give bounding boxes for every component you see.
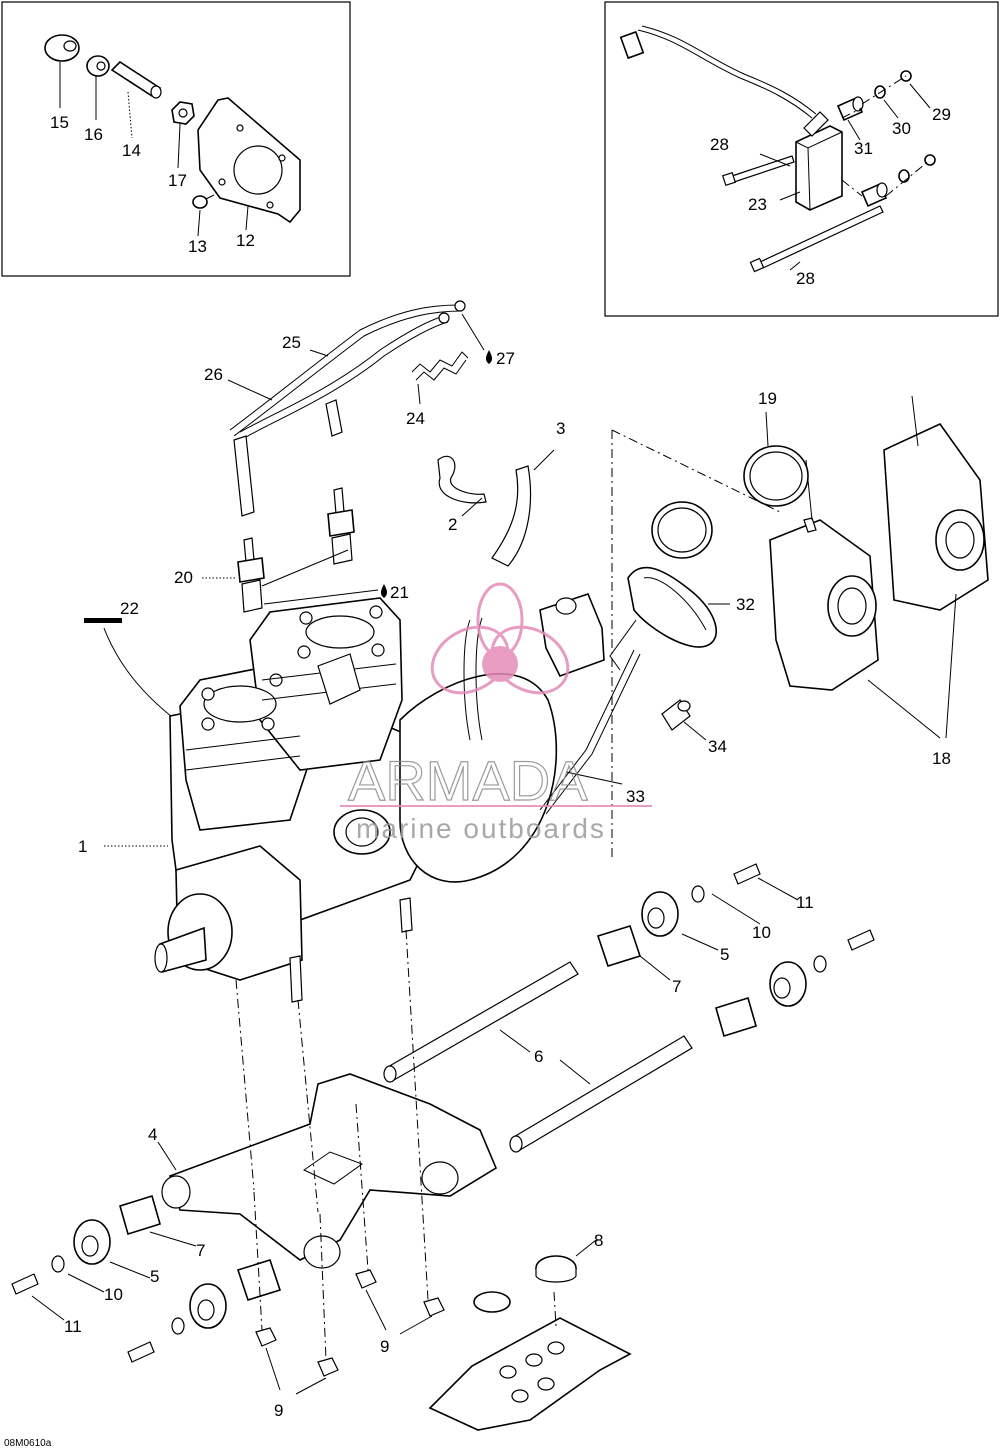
part-34-fitting [661, 699, 691, 731]
callout-20: 20 [174, 568, 193, 587]
watermark-brand: ARMADA [348, 749, 588, 812]
inset-ignition-coil: 29 30 31 28 23 28 [604, 1, 999, 317]
callout-34: 34 [708, 737, 727, 756]
callout-16: 16 [84, 125, 103, 144]
part-11-bolt-left [11, 1273, 155, 1363]
engine-electric-module [539, 593, 605, 677]
callout-24: 24 [406, 409, 425, 428]
part-28-bolt [721, 155, 884, 273]
engine-base-plate [428, 1317, 632, 1431]
part-13-bolt [192, 194, 215, 209]
part-10-washer-right [691, 885, 827, 973]
part-11-bolt-right [733, 863, 875, 951]
part-27-fitting [438, 300, 466, 324]
callout-6: 6 [534, 1047, 543, 1066]
part-16-washer [86, 55, 110, 77]
coil-connector [619, 25, 817, 119]
callout-9-middle: 9 [380, 1337, 389, 1356]
callout-4: 4 [148, 1125, 157, 1144]
callout-30: 30 [892, 119, 911, 138]
part-2-hose [437, 455, 487, 504]
watermark-tagline: marine outboards [356, 813, 606, 844]
inset-mounting-plate: 15 16 14 17 13 12 [1, 1, 351, 277]
sealant-drop-icon [380, 584, 388, 598]
part-9-nut [255, 1269, 445, 1377]
callout-26: 26 [204, 365, 223, 384]
part-1-engine [154, 597, 641, 1003]
callout-7-left: 7 [196, 1241, 205, 1260]
callout-5-left: 5 [150, 1267, 159, 1286]
callout-29: 29 [932, 105, 951, 124]
callout-32: 32 [736, 595, 755, 614]
part-15-rubber-cup [44, 34, 80, 62]
part-25-hose [229, 304, 463, 437]
callout-28-bottom: 28 [796, 269, 815, 288]
armada-watermark: ARMADA marine outboards [340, 582, 652, 844]
part-19-clamp [651, 445, 809, 559]
part-12-plate [197, 97, 301, 224]
callout-3: 3 [556, 419, 565, 438]
drawing-code: 08M0610a [4, 1438, 52, 1449]
part-6-rod [383, 961, 693, 1153]
callout-28-top: 28 [710, 135, 729, 154]
callout-22: 22 [120, 599, 139, 618]
part-10-washer-left [51, 1255, 185, 1335]
part-31-spacer [836, 96, 888, 208]
callout-33: 33 [626, 787, 645, 806]
part-32-boot [609, 566, 718, 671]
callout-7-right: 7 [672, 977, 681, 996]
callout-1: 1 [78, 837, 87, 856]
callout-5-right: 5 [720, 945, 729, 964]
part-4-mount-bracket [161, 1073, 498, 1269]
callout-2: 2 [448, 515, 457, 534]
callout-27: 27 [496, 349, 515, 368]
callout-13: 13 [188, 237, 207, 256]
flower-logo-icon [430, 582, 570, 695]
part-29-nut [900, 70, 936, 166]
part-8-cap [473, 1255, 577, 1313]
callout-11-left: 11 [64, 1317, 82, 1336]
callout-15: 15 [50, 113, 69, 132]
part-24-clip [411, 351, 469, 381]
callout-25: 25 [282, 333, 301, 352]
part-3-hose [491, 465, 532, 567]
part-5-mount-left [73, 1219, 227, 1329]
part-7-bushing-left [119, 1194, 282, 1301]
part-18-carburetor [769, 395, 989, 691]
part-26-hose [233, 315, 449, 517]
part-21-spark-plug [327, 487, 355, 565]
callout-18: 18 [932, 749, 951, 768]
callout-10-left: 10 [104, 1285, 123, 1304]
callout-19: 19 [758, 389, 777, 408]
part-23-ignition-coil [795, 111, 843, 211]
callout-17: 17 [168, 171, 187, 190]
callout-21: 21 [390, 583, 409, 602]
callout-14: 14 [122, 141, 141, 160]
callout-8: 8 [594, 1231, 603, 1250]
sealant-drop-icon [485, 350, 493, 364]
callout-9-bottom: 9 [274, 1401, 283, 1420]
part-14-sleeve [110, 60, 162, 99]
callout-11-right: 11 [796, 893, 814, 912]
callout-31: 31 [854, 139, 873, 158]
callout-12: 12 [236, 231, 255, 250]
part-17-nut [171, 101, 195, 125]
part-22-decal [84, 618, 122, 623]
callout-23: 23 [748, 195, 767, 214]
part-20-spark-plug [237, 537, 265, 613]
callout-10-right: 10 [752, 923, 771, 942]
part-5-mount-right [641, 891, 807, 1007]
